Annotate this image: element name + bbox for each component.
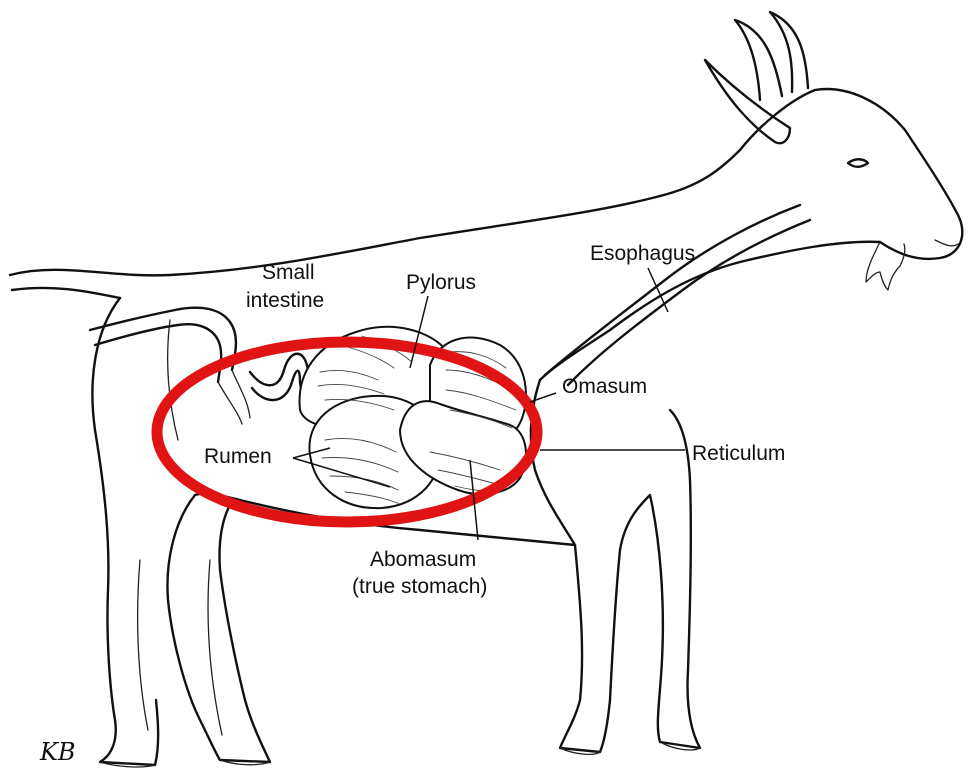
label-pylorus: Pylorus <box>406 271 476 294</box>
label-small-intestine-line1: Small <box>262 261 315 284</box>
label-abomasum-line1: Abomasum <box>370 548 476 571</box>
label-abomasum-line2: (true stomach) <box>352 575 487 598</box>
label-reticulum: Reticulum <box>692 442 785 465</box>
label-omasum: Omasum <box>562 375 647 398</box>
label-rumen: Rumen <box>204 445 272 468</box>
label-esophagus: Esophagus <box>590 242 695 265</box>
esophagus-tube <box>545 205 810 385</box>
artist-signature: KB <box>39 738 76 766</box>
label-small-intestine-line2: intestine <box>246 289 324 312</box>
